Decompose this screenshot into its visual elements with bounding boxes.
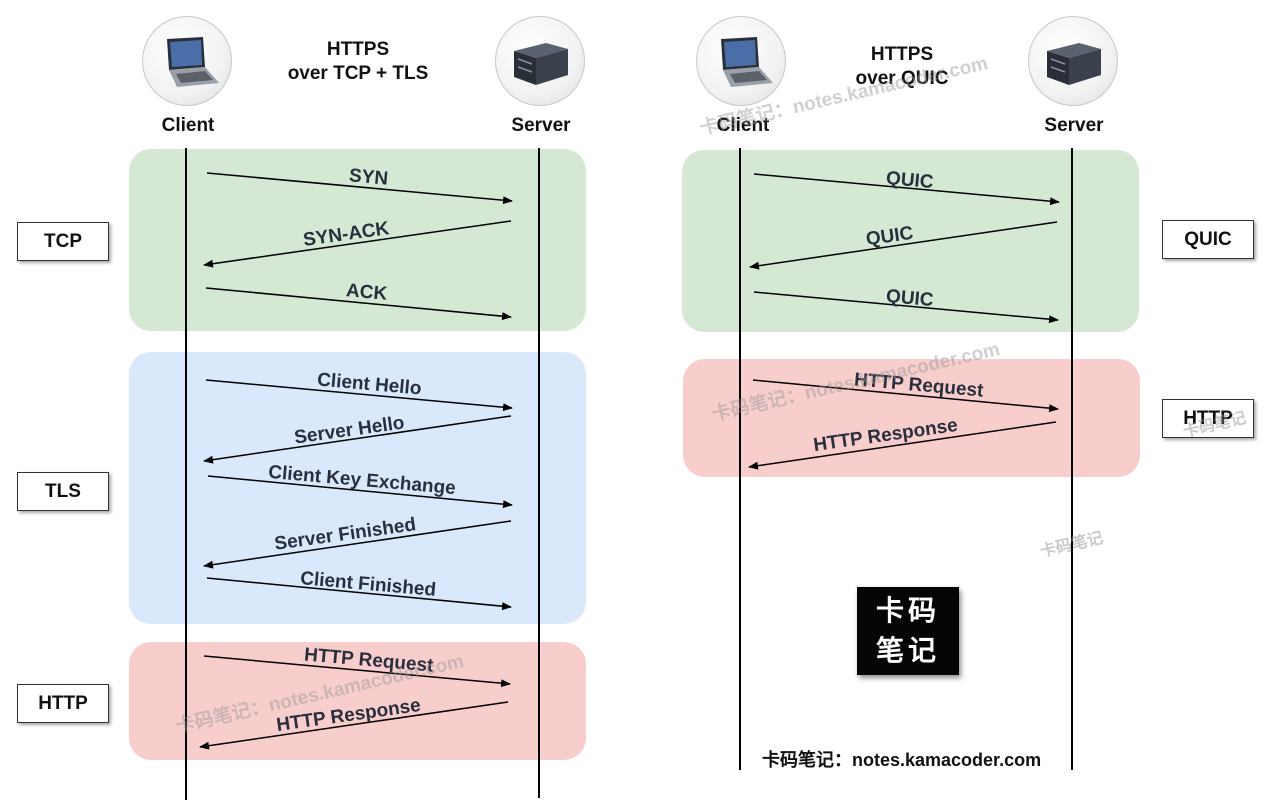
tls-phase-label: TLS	[17, 472, 109, 511]
syn-label: SYN	[348, 165, 389, 190]
right-http-request-arrow	[752, 379, 1059, 413]
left-server-label: Server	[511, 115, 571, 136]
tcp-phase-background	[129, 149, 586, 331]
right-http-response-arrow	[748, 421, 1057, 470]
syn-ack-arrow	[203, 220, 512, 268]
kamacoder-logo: 卡码 笔记	[857, 587, 959, 675]
quic-1-arrow	[753, 173, 1060, 206]
left-client-laptop-icon	[142, 16, 232, 106]
ack-label: ACK	[345, 280, 389, 305]
left-http-request-arrow	[203, 655, 511, 688]
quic-phase-label: QUIC	[1162, 220, 1254, 259]
quic-2-arrow	[749, 221, 1058, 270]
server-finished-arrow	[203, 520, 512, 569]
quic-3-label: QUIC	[885, 285, 935, 312]
quic-phase-background	[682, 150, 1139, 332]
right-server-label: Server	[1044, 115, 1104, 136]
ack-arrow	[205, 287, 512, 321]
quic-1-label: QUIC	[885, 167, 935, 194]
right-server-icon	[1028, 16, 1118, 106]
footer-credit: 卡码笔记：notes.kamacoder.com	[762, 750, 1042, 770]
left-client-label: Client	[161, 115, 215, 136]
logo-line-2: 笔记	[875, 634, 940, 667]
right-diagram-title: HTTPS over QUIC	[855, 44, 949, 89]
tls-phase-background	[129, 352, 586, 624]
client-finished-arrow	[206, 577, 512, 611]
left-diagram-title: HTTPS over TCP + TLS	[287, 39, 429, 84]
client-hello-arrow	[205, 379, 513, 412]
right-client-laptop-icon	[696, 16, 786, 106]
left-http-phase-background	[129, 642, 586, 760]
right-http-phase-label: HTTP	[1162, 399, 1254, 438]
right-http-phase-background	[683, 359, 1140, 477]
logo-line-1: 卡码	[875, 594, 940, 627]
client-key-exchange-arrow	[207, 475, 513, 509]
right-client-label: Client	[716, 115, 770, 136]
left-http-response-arrow	[199, 701, 509, 750]
syn-arrow	[206, 172, 513, 205]
left-http-phase-label: HTTP	[17, 684, 109, 723]
left-server-icon	[495, 16, 585, 106]
quic-3-arrow	[753, 291, 1059, 324]
server-hello-arrow	[203, 415, 512, 464]
tcp-phase-label: TCP	[17, 222, 109, 261]
